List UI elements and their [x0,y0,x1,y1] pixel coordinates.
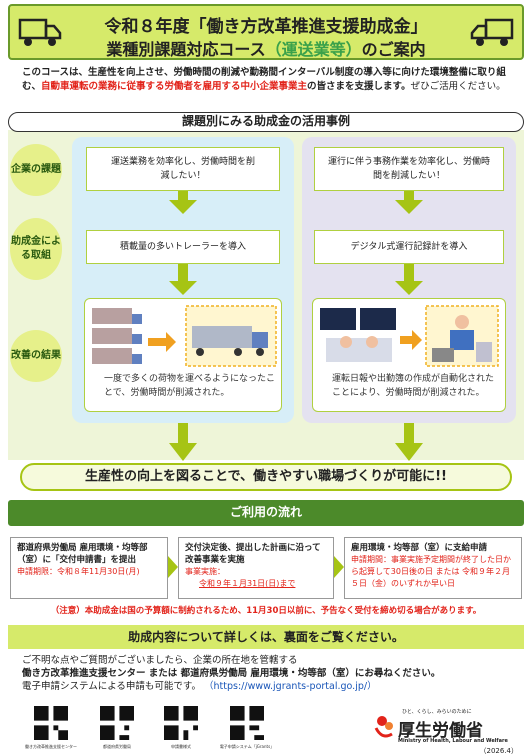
contact-line-2: 働き方改革推進支援センター または 都道府県労働局 雇用環境・均等部（室）にお尋… [22,668,441,679]
title-course-highlight: （運送業等） [265,40,362,59]
contact-e-application: 電子申請システムによる申請も可能です。 [22,681,201,692]
contact-info: ご不明な点やご質問がございましたら、企業の所在地を管轄する 働き方改革推進支援セ… [22,654,522,693]
flow-step-1: 都道府県労働局 雇用環境・均等部（室）に「交付申請書」を提出 申請期限：令和８年… [10,537,168,599]
examples-section-title: 課題別にみる助成金の活用事例 [8,112,524,132]
title-line-2: 業種別課題対応コース（運送業等）のご案内 [10,36,522,60]
intro-paragraph: このコースは、生産性を向上させ、労働時間の削減や勤務間インターバル制度の導入等に… [22,66,516,94]
left-result-text: 一度で多くの荷物を運べるようになったことで、労働時間が削減された。 [104,374,276,398]
label-result: 改善の結果 [10,330,62,382]
publication-date: （2026.4） [479,747,519,755]
arrow-stem [404,423,414,445]
header-banner: 令和８年度「働き方改革推進支援助成金」 業種別課題対応コース（運送業等）のご案内 [8,4,524,60]
down-arrow-icon [395,200,423,214]
down-arrow-icon [169,200,197,214]
arrow-stem [404,191,414,201]
trailer-trucks-illustration [92,305,277,367]
right-issue-box: 運行に伴う事務作業を効率化し、労働時間を削減したい！ [314,147,504,191]
digital-recorder-illustration [320,305,499,367]
intro-target-highlight: 自動車運転の業務に従事する労働者を雇用する中小企業事業主 [41,81,308,92]
qr-code-icon[interactable] [230,706,264,740]
title-course-name: 業種別課題対応コース [106,40,266,59]
label-initiative: 助成金による取組 [10,218,62,280]
right-result-text: 運転日報や出勤簿の作成が自動化されたことにより、労働時間が削減された。 [332,374,495,398]
chevron-right-icon [168,556,178,578]
right-action-box: デジタル式運行記録計を導入 [314,230,504,264]
label-company-issue: 企業の課題 [10,144,62,196]
contact-title: 助成内容について詳しくは、裏面をご覧ください。 [8,625,524,649]
down-arrow-icon [169,443,197,461]
chevron-right-icon [334,556,344,578]
ministry-name-en: Ministry of Health, Labour and Welfare [398,738,508,744]
down-arrow-icon [395,443,423,461]
arrow-stem [178,191,188,201]
flow-section-title: ご利用の流れ [8,500,524,526]
title-line-1: 令和８年度「働き方改革推進支援助成金」 [104,17,428,37]
left-issue-box: 運送業務を効率化し、労働時間を削減したい！ [86,147,280,191]
down-arrow-icon [169,281,197,295]
flow-step-1-deadline: 申請期限：令和８年11月30日(月) [17,567,140,576]
flow-step-2-deadline: 令和９年１月31日(日)まで [199,579,296,588]
ministry-emblem-icon [374,716,393,738]
qr-code-icon[interactable] [100,706,134,740]
qr-code-icon[interactable] [34,706,68,740]
ministry-name-jp: 厚生労働省 [398,721,483,741]
intro-part-1: このコースは、生産性を向上させ、労働時間の削減や勤務間インターバル制度の導入等に… [22,67,506,92]
budget-notice: （注意）本助成金は国の予算額に制約されるため、11月30日以前に、予告なく受付を… [50,606,482,616]
flow-step-2-label: 事業実施： [185,567,225,576]
contact-line-3: 電子申請システムによる申請も可能です。 （https://www.jgrants… [22,680,522,693]
flow-step-2-title: 交付決定後、提出した計画に沿って改善事業を実施 [185,543,321,565]
qr-label-forms: 申請書様式 [171,744,191,749]
truck-icon [18,18,62,46]
arrow-stem [178,423,188,445]
flow-step-3: 雇用環境・均等部（室）に支給申請 申請期間：事業実施予定期間が終了した日から起算… [344,537,522,599]
goal-banner: 生産性の向上を図ることで、働きやすい職場づくりが可能に!! [20,463,512,491]
qr-code-icon[interactable] [164,706,198,740]
jgrants-link[interactable]: （https://www.jgrants-portal.go.jp/） [204,681,377,692]
arrow-stem [178,264,188,282]
left-action-box: 積載量の多いトレーラーを導入 [86,230,280,264]
flow-step-3-text: 申請期間：事業実施予定期間が終了した日から起算して30日後の日 または 令和９年… [351,555,511,588]
ministry-tagline: ひと、くらし、みらいのために [402,709,472,715]
down-arrow-icon [395,281,423,295]
flow-step-1-title: 都道府県労働局 雇用環境・均等部（室）に「交付申請書」を提出 [17,543,148,565]
intro-part-3: の皆さまを支援します。 [307,81,411,92]
qr-label-labor-bureau: 都道府県労働局 [103,744,131,749]
truck-icon [470,18,514,46]
arrow-stem [404,264,414,282]
flow-step-2: 交付決定後、提出した計画に沿って改善事業を実施 事業実施： 令和９年１月31日(… [178,537,334,599]
flow-step-3-title: 雇用環境・均等部（室）に支給申請 [351,543,488,553]
intro-part-4: ぜひご活用ください。 [410,81,506,92]
qr-label-jgrants: 電子申請システム「jGrants」 [219,744,275,749]
title-suffix: のご案内 [361,40,426,59]
ministry-logo: ひと、くらし、みらいのために 厚生労働省 Ministry of Health,… [372,708,522,755]
qr-label-center: 働き方改革推進支援センター [25,744,77,749]
contact-line-1: ご不明な点やご質問がございましたら、企業の所在地を管轄する [22,655,298,666]
